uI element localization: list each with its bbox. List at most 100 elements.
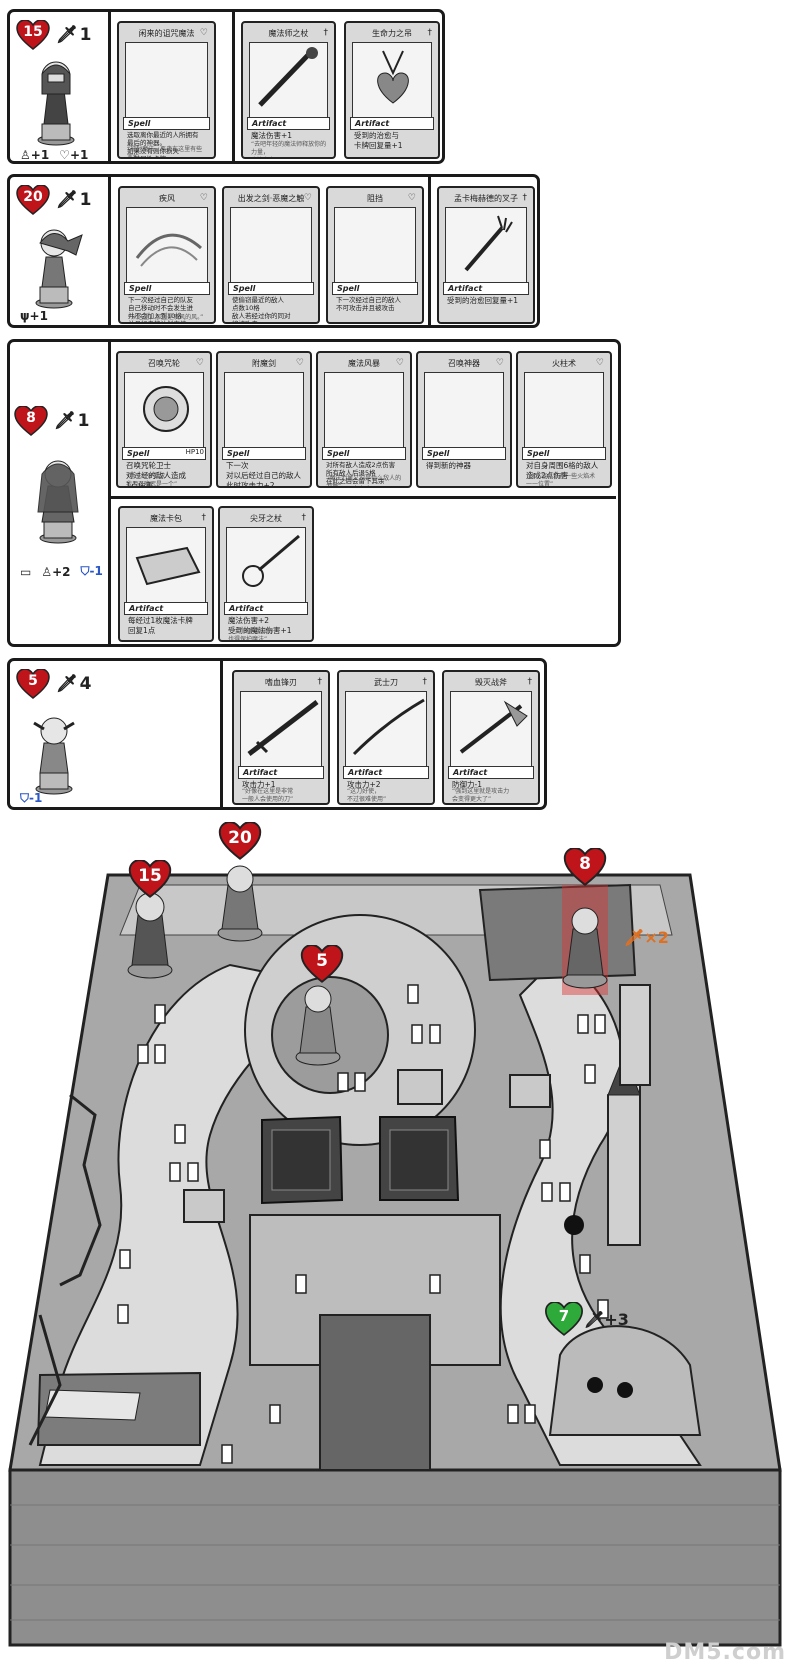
card-spell[interactable]: 火柱术♡ Spell 对自身周围6格的敌人 造成2点伤害 “好不容易准备一些火焰…	[516, 351, 612, 488]
card-desc: 攻击力+2	[347, 780, 381, 789]
card-art	[240, 691, 322, 767]
card-type: Artifact	[124, 602, 208, 615]
magic-staff-icon: ♙+1	[20, 148, 50, 162]
card-art	[352, 42, 432, 118]
p7-attack-bonus: 🗡+3	[584, 1310, 629, 1329]
panel-divider	[108, 177, 111, 325]
card-desc: 使偷窃最近的敌人 点数10格 敌人若经过你的同对 将被攻击	[232, 296, 291, 324]
attack-value: 1	[79, 25, 92, 45]
card-art	[125, 42, 208, 118]
card-desc: 受到的治愈回复量+1	[447, 296, 519, 305]
board-figures	[127, 865, 702, 1436]
card-art	[226, 527, 306, 603]
card-artifact[interactable]: 武士刀† Artifact 攻击力+2 “这刀好使， 不过很难使用”	[337, 670, 435, 805]
book-icon: ▭	[20, 564, 32, 579]
card-artifact[interactable]: 孟卡梅赫德的叉子 † Artifact 受到的治愈回复量+1	[437, 186, 535, 324]
card-title: 召唤神器	[448, 359, 480, 368]
sword-corner-icon: †	[201, 513, 207, 523]
fork-heal-icon: ψ+1	[20, 309, 48, 323]
card-quote: “勇卡上帝要求 我用召唤咒是一个”	[126, 473, 178, 488]
card-artifact[interactable]: 魔法卡包† Artifact 每经过1枚魔法卡牌 回复1点	[118, 506, 214, 642]
heart-corner-icon: ♡	[495, 358, 504, 368]
card-spell[interactable]: 疾风♡ Spell 下一次经过自己的队友 自己移动时不会发生进 并不会加入到10…	[118, 186, 216, 324]
card-art	[334, 207, 416, 283]
card-desc: 魔法伤害+1	[251, 131, 293, 140]
hp-value: 20	[23, 189, 43, 205]
card-artifact[interactable]: 尖牙之杖† Artifact 魔法伤害+2 受到的魔法伤害+1 “为了保护魔法师…	[218, 506, 314, 642]
card-spell[interactable]: 出发之剑·恶魔之触♡ Spell 使偷窃最近的敌人 点数10格 敌人若经过你的同…	[222, 186, 320, 324]
card-type: Artifact	[448, 766, 534, 779]
card-desc: 每经过1枚魔法卡牌 回复1点	[128, 616, 193, 635]
card-artifact[interactable]: 生命力之吊 † Artifact 受到的治愈与 卡牌回复量+1	[344, 21, 440, 159]
card-title: 嗜血锋刃	[265, 678, 297, 687]
card-spell[interactable]: 闲来的诅咒魔法♡ Spell 选取离你最近的人所拥有 最后的神器。 如果没有则你…	[117, 21, 216, 159]
sword-icon: 🗡	[56, 674, 78, 694]
card-title: 生命力之吊	[372, 29, 412, 38]
card-title: 孟卡梅赫德的叉子	[454, 194, 518, 203]
card-type: Spell	[123, 117, 210, 130]
attack-stat: 🗡 1	[56, 25, 91, 45]
hp-value: 15	[23, 24, 43, 40]
card-type: Artifact	[443, 282, 529, 295]
card-type: Spell	[332, 282, 418, 295]
attack-stat: 🗡 1	[56, 190, 91, 210]
card-artifact[interactable]: 魔法师之杖† Artifact 魔法伤害+1 “去吧年轻的魔法师释放你的力量， …	[241, 21, 336, 159]
card-spell[interactable]: 召唤咒轮♡ Spell HP10 召唤咒轮卫士 对过经的敌人造成 1点伤害 “勇…	[116, 351, 212, 488]
player-panel-3: 8 🗡 1 ▭ ♙+2 ⛉-1 召唤咒轮♡ Spell HP10 召唤咒轮卫士 …	[7, 339, 621, 647]
hp-heart-icon: 20	[16, 185, 50, 215]
card-desc: 选取离你最近的人所拥有 最后的神器。 如果没有则你损失 一张属性卡牌。	[127, 131, 199, 159]
sword-icon: 🗡	[56, 190, 78, 210]
sword-corner-icon: †	[527, 677, 533, 687]
board-hp-marker: 15	[128, 860, 172, 898]
card-title: 火柱术	[552, 359, 576, 368]
card-type: Spell	[322, 447, 406, 460]
card-desc: 受到的治愈与 卡牌回复量+1	[354, 131, 403, 150]
card-title: 召唤咒轮	[148, 359, 180, 368]
card-title: 尖牙之杖	[250, 514, 282, 523]
card-art	[224, 372, 304, 448]
player-panel-4: 5 🗡 4 ⛉-1 嗜血锋刃† Artifact 攻击力+1 “好像在这里是非常…	[7, 658, 547, 810]
heart-corner-icon: ♡	[303, 193, 312, 203]
card-spell[interactable]: 阻挡♡ Spell 下一次经过自己的敌人 不可攻击并且被攻击	[326, 186, 424, 324]
attack-value: 4	[79, 674, 92, 694]
card-title: 魔法风暴	[348, 359, 380, 368]
panel-divider	[110, 496, 616, 499]
card-quote: “好不容易准备一些火焰术 一一位置”	[526, 473, 596, 488]
sword-corner-icon: †	[427, 28, 433, 38]
card-desc: 魔法伤害+2 受到的魔法伤害+1	[228, 616, 292, 635]
card-quote: “为了保护魔法师， 也得保护魔法”	[228, 628, 280, 642]
card-spell[interactable]: 附魔剑♡ Spell 下一次 对以后经过自己的敌人 此时攻击力+2	[216, 351, 312, 488]
fork-heal-icon: ♡+1	[59, 148, 89, 162]
player-panel-1: 15 🗡 1 ♙+1 ♡+1 闲来的诅咒魔法♡ Spell 选取离你最近的人所拥…	[7, 9, 445, 164]
card-art	[345, 691, 427, 767]
bonus-row: ▭ ♙+2 ⛉-1	[20, 564, 103, 579]
card-spell[interactable]: 召唤神器♡ Spell 得到新的神器	[416, 351, 512, 488]
panel-divider	[232, 12, 235, 161]
card-art	[230, 207, 312, 283]
sword-icon: 🗡	[624, 928, 645, 947]
card-type: Artifact	[350, 117, 434, 130]
heart-corner-icon: ♡	[199, 28, 208, 38]
player-panel-2: 20 🗡 1 ψ+1 疾风♡ Spell 下一次经过自己的队友 自己移动时不会发…	[7, 174, 540, 328]
card-artifact[interactable]: 嗜血锋刃† Artifact 攻击力+1 “好像在这里是非常 一般人会使用的刀”	[232, 670, 330, 805]
card-art	[424, 372, 504, 448]
player-stats: 5 🗡 4	[16, 669, 91, 699]
card-quote: “这刀好使， 不过很难使用”	[347, 788, 387, 803]
sword-corner-icon: †	[522, 193, 528, 203]
hp-heart-icon: 8	[14, 406, 48, 436]
card-type: Spell	[122, 447, 206, 460]
player-stats: 15 🗡 1	[16, 20, 91, 50]
player-figure-icon	[37, 61, 75, 146]
card-artifact[interactable]: 毁灭战斧† Artifact 防御力-1 “强到这里就是攻击力 会变得更大了”	[442, 670, 540, 805]
card-type: Artifact	[238, 766, 324, 779]
hp-value: 5	[28, 673, 38, 689]
card-art	[324, 372, 404, 448]
card-desc: 对所有敌人造成2点伤害 所有敌人后退5格 在此之后会留下其余 此时可以攻击自己	[326, 461, 396, 486]
card-hp: HP10	[185, 448, 204, 456]
card-desc: 攻击力+1	[242, 780, 276, 789]
card-title: 毁灭战斧	[475, 678, 507, 687]
card-title: 疾风	[159, 194, 175, 203]
card-spell[interactable]: 魔法风暴♡ Spell 对所有敌人造成2点伤害 所有敌人后退5格 在此之后会留下…	[316, 351, 412, 488]
card-desc: 对自身周围6格的敌人 造成2点伤害	[526, 461, 599, 480]
card-type: Artifact	[247, 117, 330, 130]
